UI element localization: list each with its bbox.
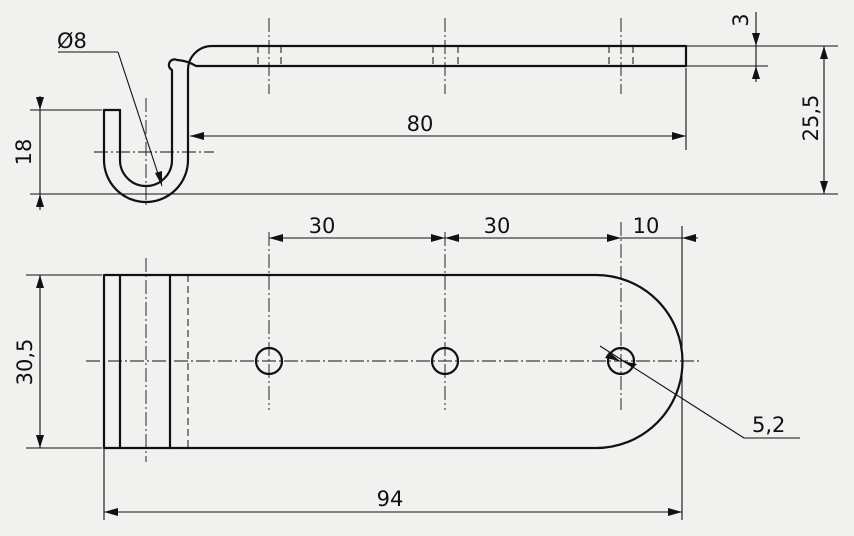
dim-hole-spacing-1: 30 [309, 214, 336, 238]
side-view: Ø8 18 80 3 25,5 [12, 12, 838, 210]
top-view-outline [102, 273, 684, 450]
hole [606, 346, 636, 376]
dim-thickness: 3 [729, 13, 753, 26]
dim-hole-spacing-2: 30 [484, 214, 511, 238]
dim-length-from-bend: 80 [407, 112, 434, 136]
dim-width: 30,5 [13, 339, 37, 386]
side-view-outline-outer [102, 44, 688, 204]
dim-hole-to-end: 10 [633, 214, 660, 238]
dim-hole-diameter: Ø8 [57, 29, 87, 53]
top-view: 30 30 10 30,5 5,2 94 [13, 214, 800, 520]
dim-hole-diameter-small: 5,2 [752, 413, 785, 437]
dim-overall-height: 25,5 [799, 95, 823, 142]
hole-diameter-leader [599, 345, 745, 439]
diameter-leader [117, 51, 163, 187]
dim-overall-length: 94 [377, 487, 404, 511]
side-view-outline-inner [118, 58, 688, 188]
dim-hole-center-height: 18 [12, 139, 36, 166]
